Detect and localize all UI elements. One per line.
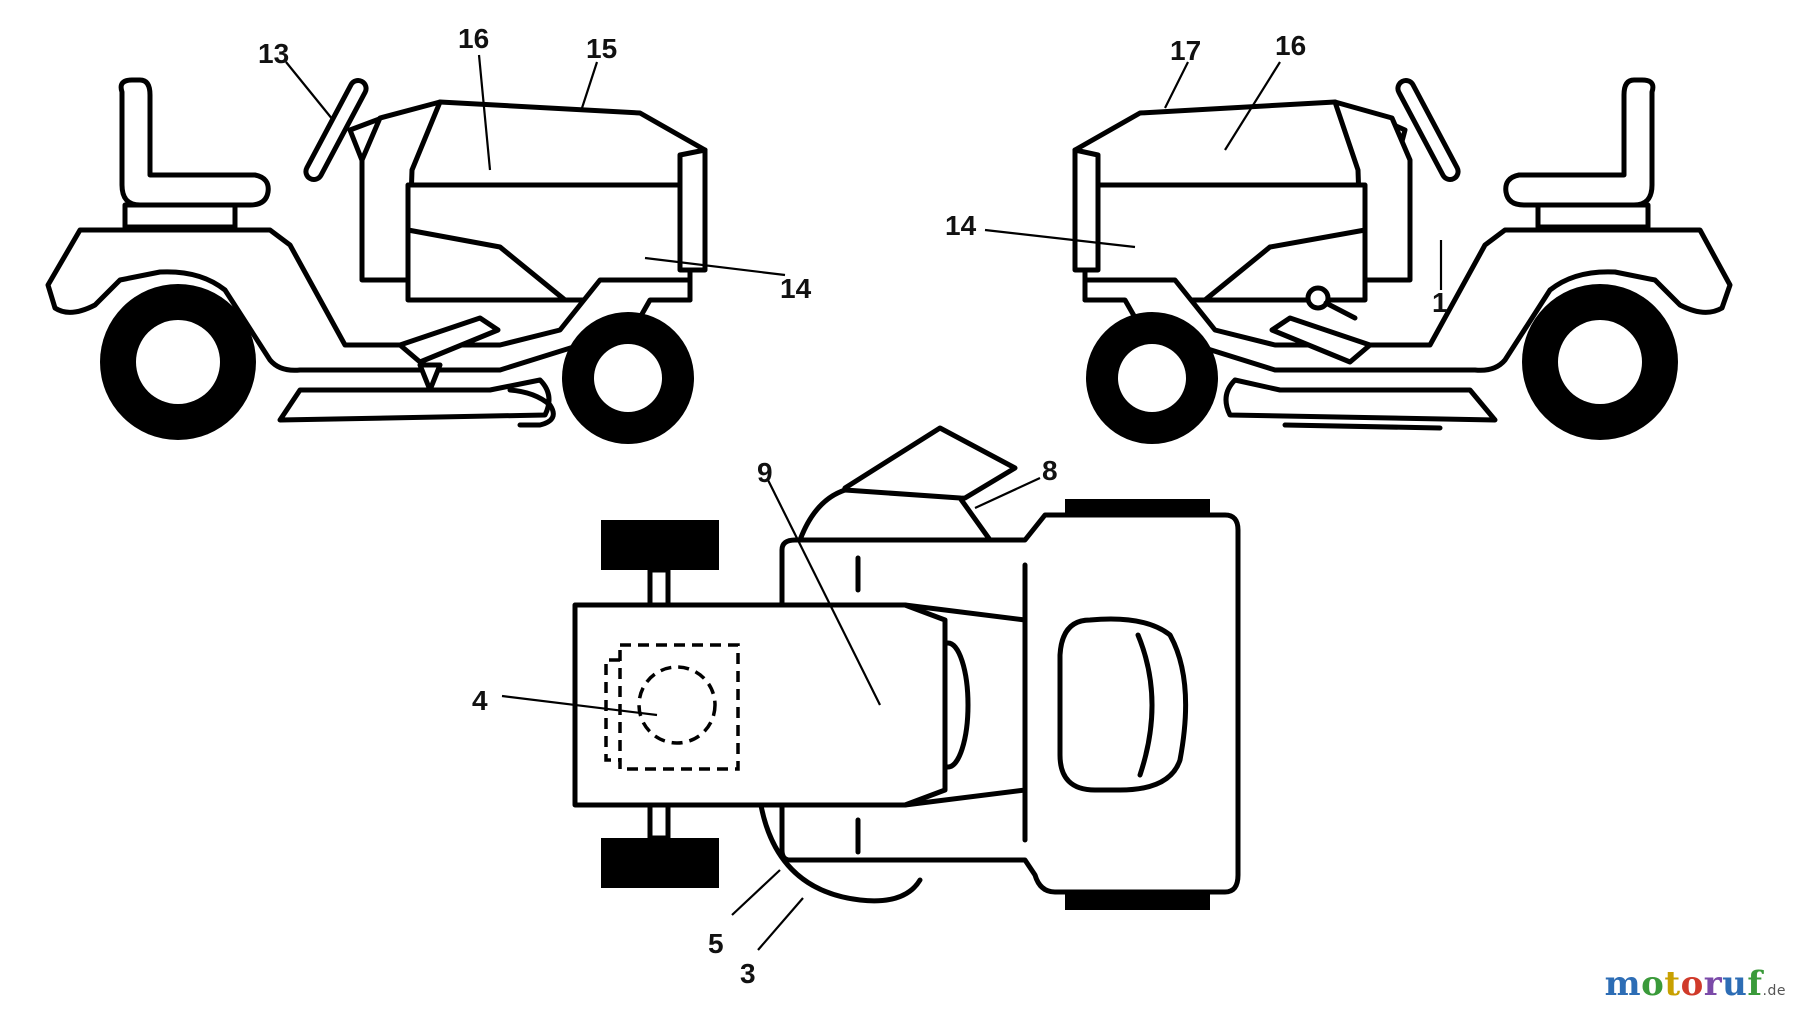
steering-wheel [303, 78, 369, 182]
part-number-labels: 13 16 15 14 17 16 14 1 9 8 4 5 3 [258, 23, 1448, 989]
motoruf-watermark-logo: motoruf.de [1604, 964, 1786, 1004]
tractor-left-side-view [45, 77, 708, 444]
leader-lines [285, 54, 1443, 951]
label-16-left: 16 [458, 23, 489, 54]
label-3: 3 [740, 958, 756, 989]
front-tire-top [601, 520, 719, 570]
label-13: 13 [258, 38, 289, 69]
seat [1503, 77, 1656, 208]
label-5: 5 [708, 928, 724, 959]
label-17: 17 [1170, 35, 1201, 66]
label-8: 8 [1042, 455, 1058, 486]
label-9: 9 [757, 457, 773, 488]
steering-wheel [1395, 78, 1461, 182]
label-14-left: 14 [780, 273, 812, 304]
seat-top [1057, 616, 1189, 793]
hood-top [572, 602, 948, 808]
mower-deck [1223, 377, 1498, 423]
label-4: 4 [472, 685, 488, 716]
label-16-right: 16 [1275, 30, 1306, 61]
engine-outline [618, 643, 740, 771]
label-15: 15 [586, 33, 617, 64]
rear-fender [45, 227, 693, 373]
tractor-top-view [572, 425, 1241, 910]
front-tire-bottom [601, 838, 719, 888]
seat [118, 77, 271, 208]
label-14-right: 14 [945, 210, 977, 241]
mower-deck [277, 377, 552, 423]
label-1: 1 [1432, 287, 1448, 318]
tractor-right-side-view [1072, 77, 1733, 444]
rear-fender [1082, 227, 1733, 373]
